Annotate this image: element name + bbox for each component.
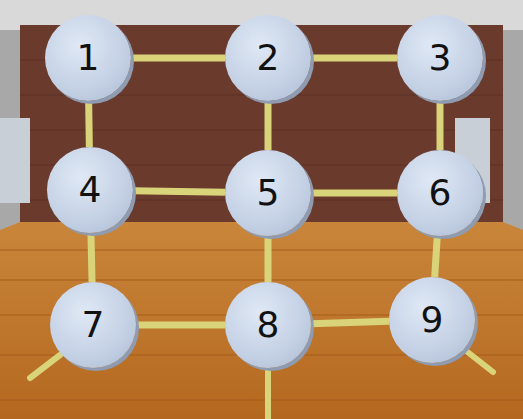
connecting-rod xyxy=(311,58,397,59)
connecting-rod xyxy=(311,193,397,194)
number-disc: 1 xyxy=(45,15,131,101)
number-disc: 4 xyxy=(47,147,133,233)
number-disc: 9 xyxy=(389,277,475,363)
disc-number: 7 xyxy=(82,307,105,343)
number-disc: 7 xyxy=(50,282,136,368)
connecting-rod xyxy=(136,325,225,326)
disc-number: 1 xyxy=(77,40,100,76)
back-wall xyxy=(20,25,503,225)
disc-number: 5 xyxy=(257,175,280,211)
disc-number: 3 xyxy=(429,40,452,76)
floor-lines xyxy=(0,250,523,400)
connecting-rod xyxy=(435,236,438,277)
connecting-rod xyxy=(268,101,269,150)
connecting-rod xyxy=(131,58,225,59)
door xyxy=(0,118,30,203)
disc-number: 4 xyxy=(79,172,102,208)
number-disc: 2 xyxy=(225,15,311,101)
number-disc: 8 xyxy=(225,282,311,368)
number-disc: 6 xyxy=(397,150,483,236)
wood-floor xyxy=(0,222,523,419)
disc-number: 6 xyxy=(429,175,452,211)
connecting-rod xyxy=(268,236,269,282)
number-disc: 5 xyxy=(225,150,311,236)
disc-number: 2 xyxy=(257,40,280,76)
connecting-rod xyxy=(91,233,92,282)
connecting-rod xyxy=(133,191,225,193)
connecting-rod xyxy=(311,321,389,323)
disc-number: 9 xyxy=(421,302,444,338)
number-disc: 3 xyxy=(397,15,483,101)
connecting-rod xyxy=(88,101,90,147)
disc-number: 8 xyxy=(257,307,280,343)
connecting-rod xyxy=(440,101,441,150)
